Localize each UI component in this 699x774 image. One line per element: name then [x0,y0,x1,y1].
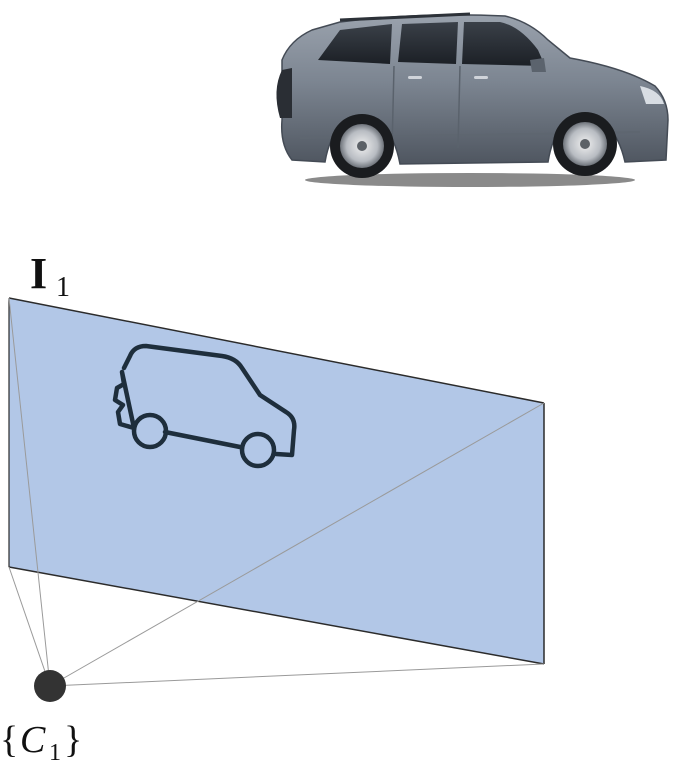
car-photo-icon [276,12,669,187]
image-plane [9,298,544,664]
ray-top-right [49,402,545,687]
camera-label-open-brace: { [0,719,18,761]
car-outline-icon [112,343,297,469]
ray-bottom-right [49,663,545,687]
image-plane-label: I [30,249,47,298]
image-plane-bottom-edge [8,566,545,665]
camera-label-close-brace: } [64,719,82,761]
camera-center-icon [34,670,66,702]
image-plane-top-edge [8,297,545,404]
ray-bottom-left [8,566,51,687]
camera-label-symbol: C [20,719,46,761]
image-plane-label-subscript: 1 [56,272,70,303]
projection-rays [8,297,545,687]
ray-top-left [8,297,51,687]
camera-label-subscript: 1 [49,740,61,766]
